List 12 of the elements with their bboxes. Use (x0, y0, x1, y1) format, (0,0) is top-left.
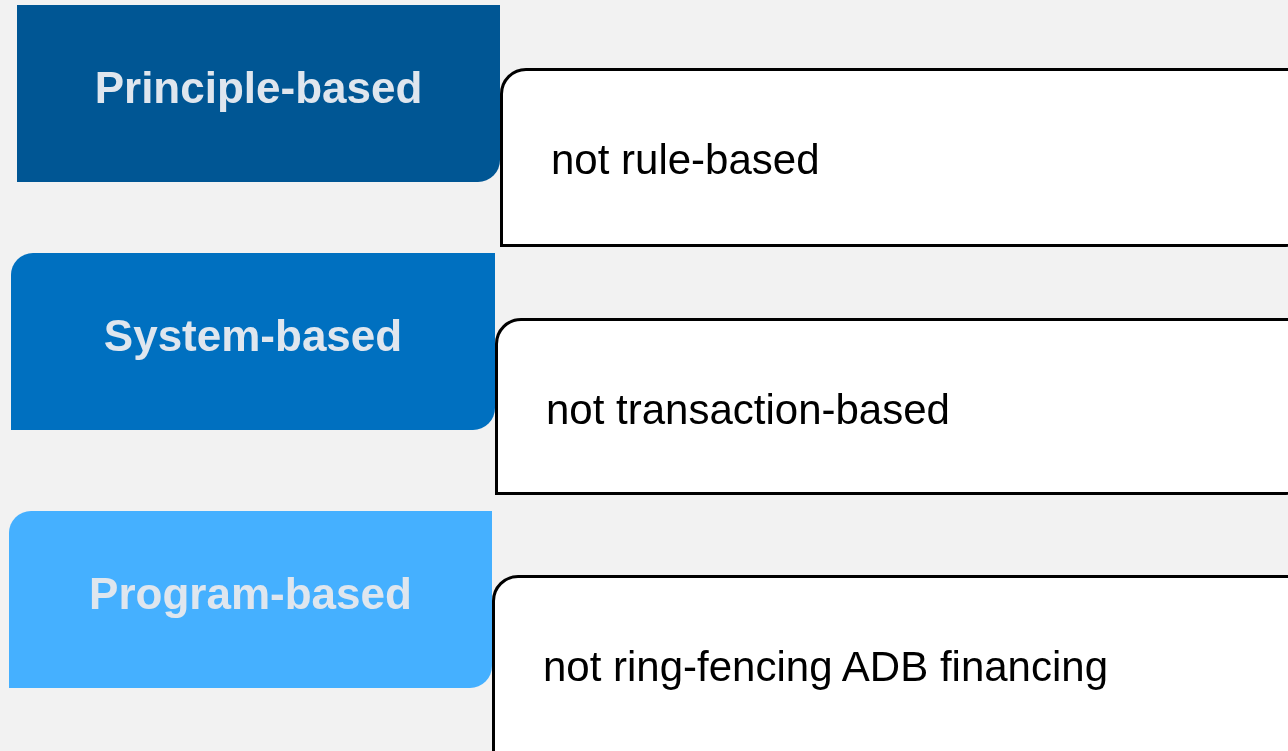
note-text: not rule-based (551, 139, 820, 181)
term-box (11, 253, 495, 430)
term-box (9, 511, 492, 688)
term-label: Principle-based (94, 65, 423, 110)
note-box (492, 575, 1288, 751)
term-box (17, 5, 500, 182)
term-label: Program-based (89, 571, 412, 616)
note-box (495, 318, 1288, 495)
note-text: not transaction-based (546, 389, 950, 431)
note-text: not ring-fencing ADB financing (543, 646, 1108, 688)
term-label: System-based (103, 313, 403, 358)
note-box (500, 68, 1288, 247)
